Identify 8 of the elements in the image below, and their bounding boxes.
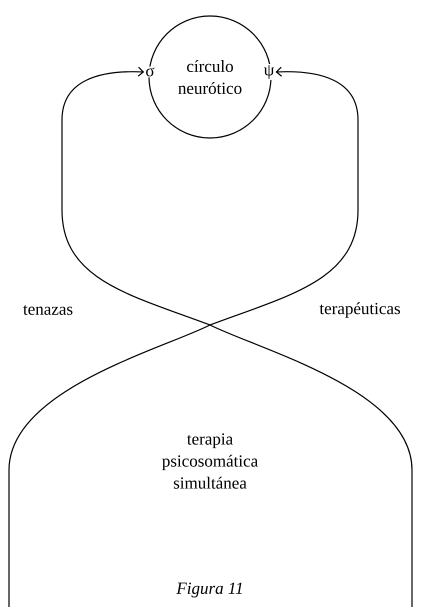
caption: Figura 11 (176, 582, 242, 598)
greek-letter: σ (144, 66, 156, 78)
curved-arrow (61, 66, 413, 607)
greek-letter: ψ (262, 64, 276, 80)
text-label: terapia psicosomática simultánea (162, 433, 258, 489)
curved-arrow (8, 66, 359, 607)
text-label: terapéuticas (320, 302, 400, 318)
text-label: tenazas (23, 305, 72, 315)
